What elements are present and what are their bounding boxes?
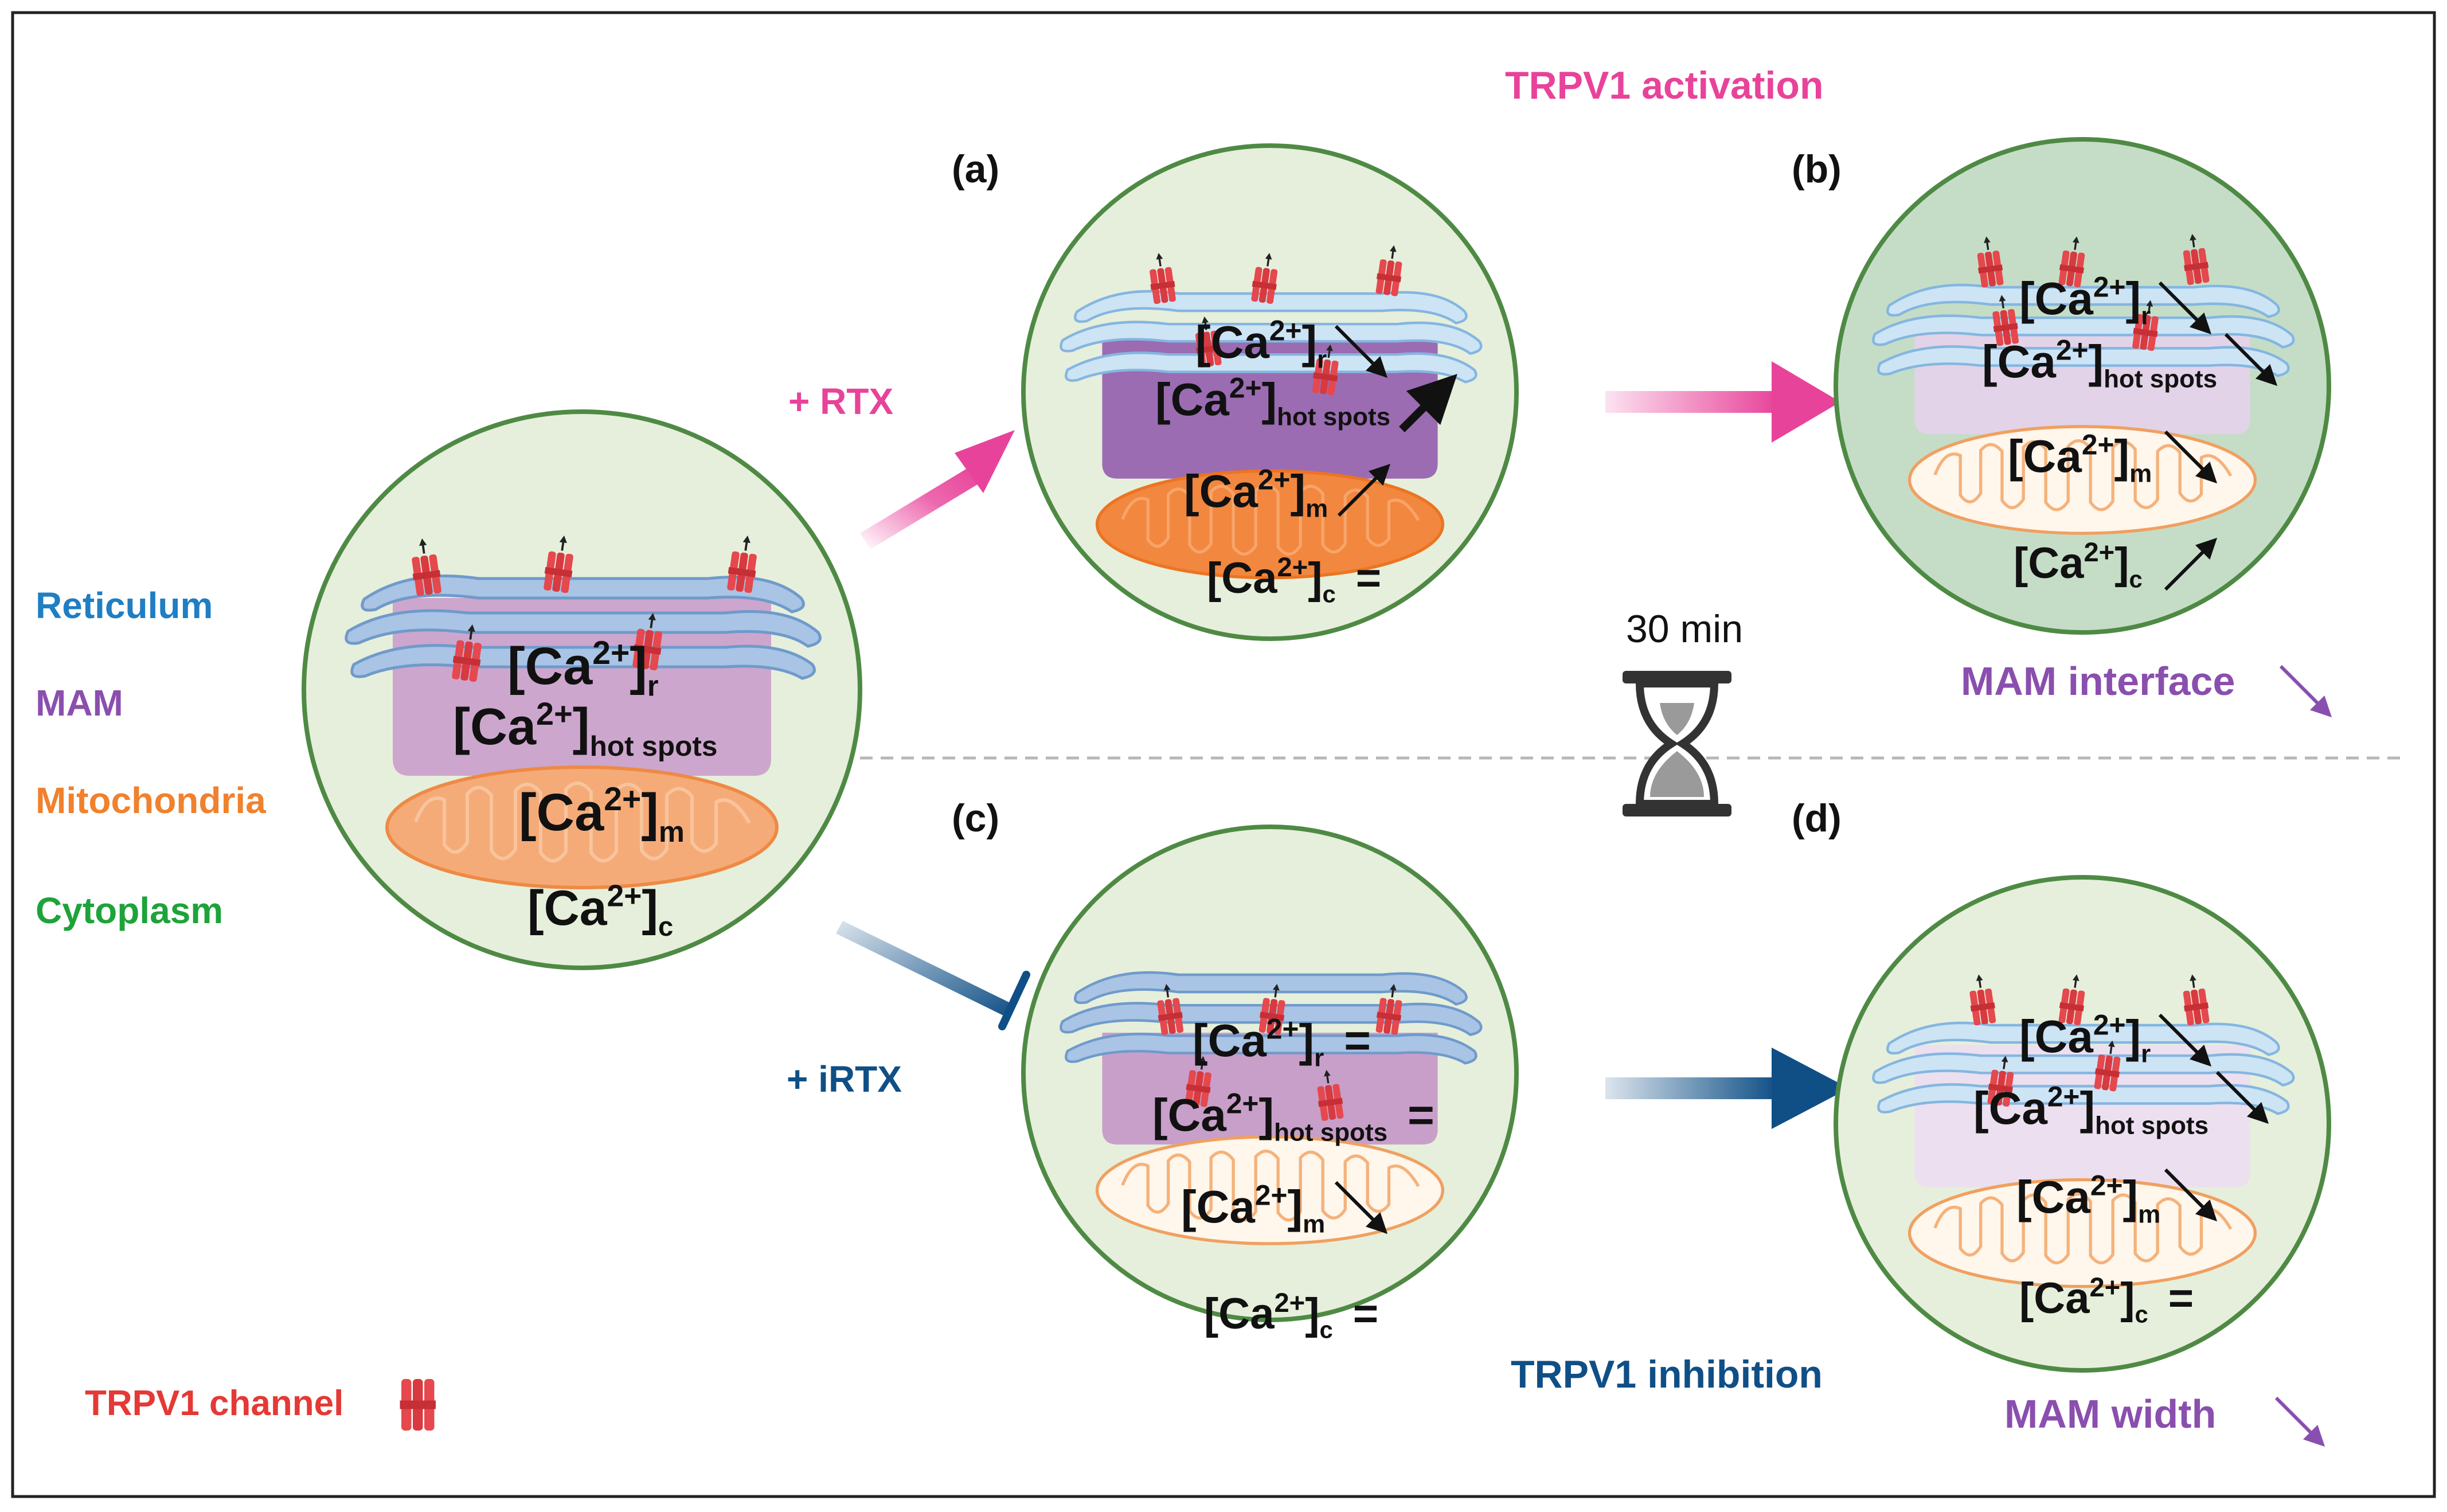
activation-arrow <box>1605 361 1840 443</box>
treatment-irtx: + iRTX <box>787 1058 902 1100</box>
mitochondrion-shape <box>385 765 779 889</box>
mitochondrion-shape <box>1907 425 2257 535</box>
ca-label-c-c: [Ca2+]c <box>1204 1287 1333 1343</box>
ca-label-b-m: [Ca2+]m <box>2008 429 2152 488</box>
treatment-rtx: + RTX <box>788 381 893 422</box>
trend-arrow-down <box>2215 1070 2269 1124</box>
ca-label-b-c: [Ca2+]c <box>2014 537 2143 593</box>
legend-mitochondria: Mitochondria <box>36 780 266 821</box>
trend-arrow-down <box>2224 333 2278 386</box>
ca-label-a-m: [Ca2+]m <box>1184 464 1328 523</box>
equal-sign: = <box>1356 554 1381 603</box>
note-mam-interface-arrow <box>2279 665 2332 718</box>
note-mam-width: MAM width <box>2004 1392 2216 1436</box>
legend-reticulum: Reticulum <box>36 585 213 626</box>
note-mam-width-arrow <box>2274 1396 2325 1447</box>
ca-label-control-m: [Ca2+]m <box>519 781 685 848</box>
inhibition-arrow <box>1605 1048 1849 1129</box>
rtx-arrow <box>860 430 1015 549</box>
hourglass-icon <box>1623 671 1731 816</box>
panel-label-d: (d) <box>1792 796 1842 840</box>
ca-label-a-hot-spots: [Ca2+]hot spots <box>1155 372 1390 431</box>
trend-arrow-up <box>1337 463 1391 517</box>
cell-a: [Ca2+]r [Ca2+]hot spots [Ca2+]m [Ca2+]c … <box>1021 143 1519 641</box>
cell-control: [Ca2+]r [Ca2+]hot spots [Ca2+]m [Ca2+]c <box>302 409 862 970</box>
trend-arrow-up <box>2164 537 2218 591</box>
equal-sign: = <box>1353 1290 1378 1338</box>
cell-d: [Ca2+]r [Ca2+]hot spots [Ca2+]m [Ca2+]c … <box>1834 875 2331 1373</box>
ca-label-b-hot-spots: [Ca2+]hot spots <box>1982 334 2217 393</box>
note-mam-interface: MAM interface <box>1961 659 2235 704</box>
panel-label-c: (c) <box>952 796 999 840</box>
irtx-inhibition-arrow <box>836 921 1030 1030</box>
trend-arrow-down <box>2164 430 2218 484</box>
ca-label-a-r: [Ca2+]r <box>1195 315 1327 374</box>
trend-arrow-down <box>2158 1013 2212 1067</box>
header-trpv1-inhibition: TRPV1 inhibition <box>1511 1353 1823 1396</box>
equal-sign: = <box>2168 1274 2194 1323</box>
ca-label-c-m: [Ca2+]m <box>1181 1179 1325 1238</box>
trend-arrow-down <box>2164 1168 2218 1222</box>
mam-region <box>1102 1033 1438 1145</box>
equal-sign: = <box>1408 1089 1434 1140</box>
cell-c: [Ca2+]r = [Ca2+]hot spots = [Ca2+]m [Ca2+]… <box>1021 825 1519 1343</box>
trpv1-channel-icon <box>400 1379 436 1431</box>
mitochondrion-shape <box>1095 1135 1445 1245</box>
legend-mam: MAM <box>36 682 123 724</box>
ca-label-b-r: [Ca2+]r <box>2019 271 2151 330</box>
ca-label-d-m: [Ca2+]m <box>2016 1170 2160 1229</box>
ca-label-control-hot-spots: [Ca2+]hot spots <box>453 696 717 762</box>
ca-label-a-c: [Ca2+]c <box>1207 552 1336 608</box>
trend-arrow-down <box>1334 1181 1388 1234</box>
legend-cytoplasm: Cytoplasm <box>36 890 223 931</box>
ca-label-control-c: [Ca2+]c <box>527 879 673 942</box>
trend-arrow-up <box>1399 374 1457 432</box>
ca-label-c-hot-spots: [Ca2+]hot spots <box>1152 1088 1387 1147</box>
trend-arrow-down <box>2158 281 2212 335</box>
mam-region <box>393 598 771 776</box>
equal-sign: = <box>1344 1015 1371 1066</box>
mitochondrion-shape <box>1907 1178 2257 1288</box>
panel-label-b: (b) <box>1792 147 1842 191</box>
timer-label: 30 min <box>1626 607 1743 651</box>
trend-arrow-down <box>1334 325 1388 378</box>
ca-label-d-c: [Ca2+]c <box>2019 1272 2148 1328</box>
legend-trpv1-channel: TRPV1 channel <box>85 1384 343 1423</box>
panel-label-a: (a) <box>952 147 999 191</box>
ca-label-c-r: [Ca2+]r <box>1193 1013 1324 1072</box>
cell-b: [Ca2+]r [Ca2+]hot spots [Ca2+]m [Ca2+]c <box>1834 137 2331 635</box>
header-trpv1-activation: TRPV1 activation <box>1505 64 1824 107</box>
ca-label-control-r: [Ca2+]r <box>507 635 659 702</box>
ca-label-d-hot-spots: [Ca2+]hot spots <box>1973 1081 2208 1140</box>
figure-border <box>11 11 2436 1498</box>
ca-label-d-r: [Ca2+]r <box>2019 1009 2151 1068</box>
